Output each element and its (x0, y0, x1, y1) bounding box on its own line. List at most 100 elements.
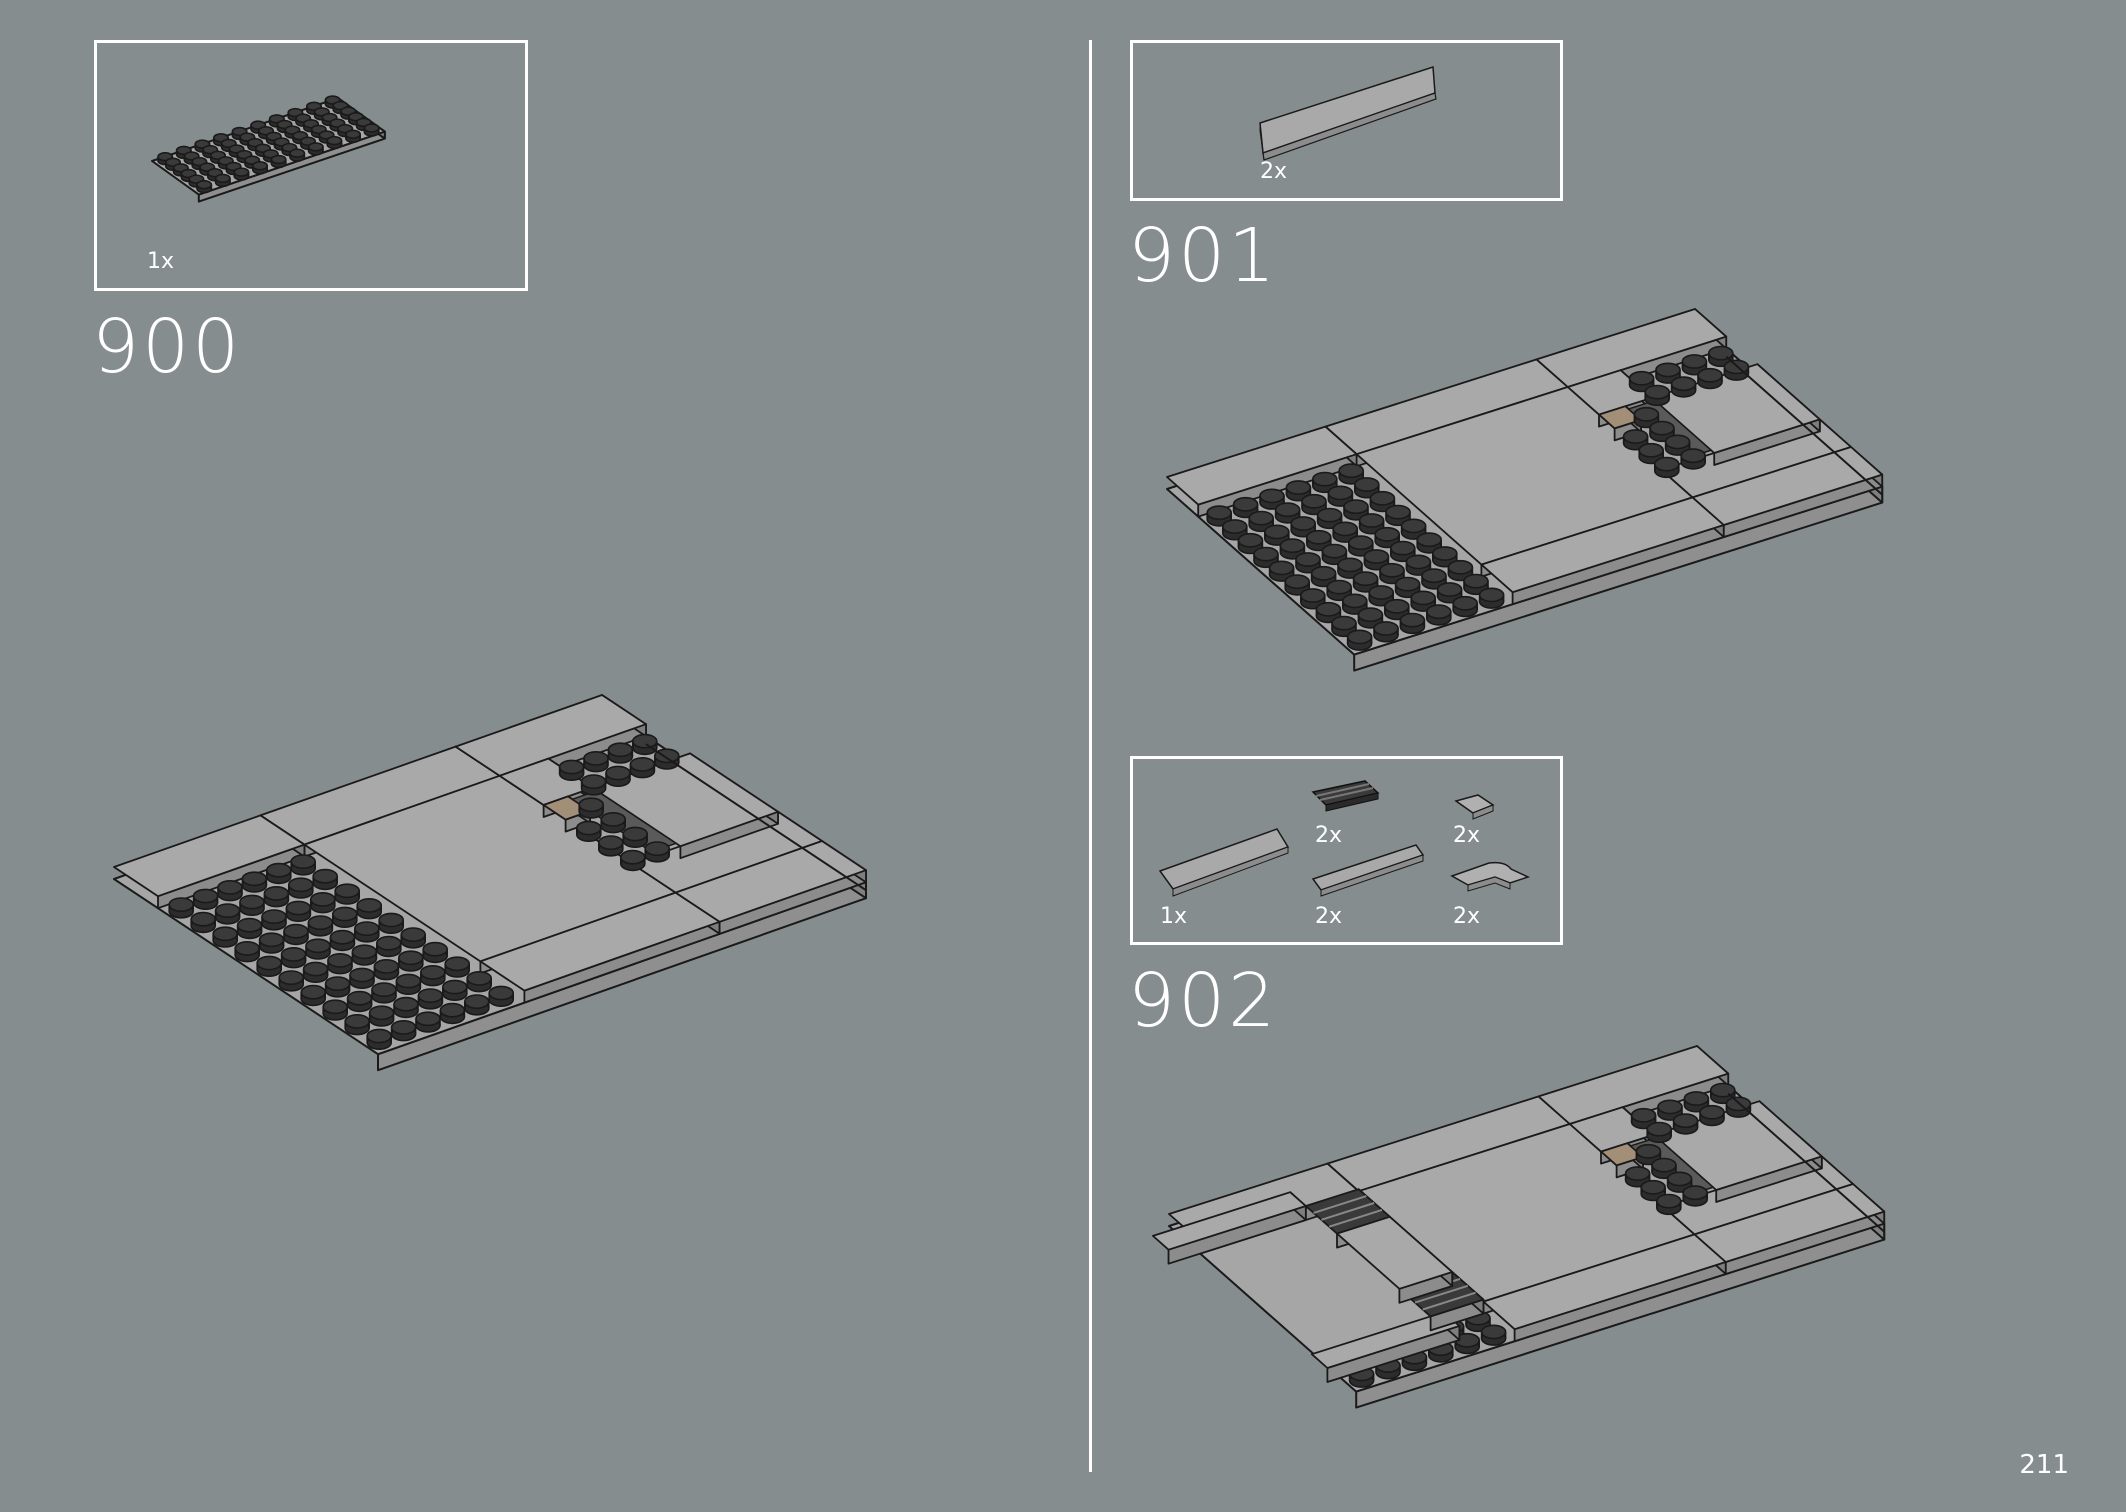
stud (1354, 477, 1380, 492)
stud (1300, 588, 1326, 603)
stud (1348, 535, 1374, 551)
stud (488, 985, 515, 1001)
stud (190, 911, 216, 927)
stud (1358, 513, 1385, 528)
stud (397, 950, 424, 966)
stud (1683, 1091, 1710, 1106)
stud (1628, 370, 1655, 386)
parts-callout-step-901: 2x (1130, 40, 1563, 201)
stud (1480, 1324, 1507, 1340)
stud (290, 854, 317, 869)
stud (241, 871, 268, 887)
stud (1363, 549, 1390, 564)
part-qty: 2x (1315, 904, 1343, 929)
stud (1664, 434, 1691, 450)
stud (444, 956, 471, 972)
stud (1285, 480, 1312, 495)
stud (1385, 504, 1411, 520)
stud (285, 900, 312, 916)
stud (644, 841, 671, 856)
stud (1342, 593, 1368, 609)
stud (1373, 621, 1399, 636)
stud (619, 849, 646, 865)
tile-2x6-part (1259, 65, 1437, 161)
stud (1624, 1166, 1651, 1181)
stud (283, 923, 309, 939)
stud (1681, 354, 1708, 369)
stud (1416, 532, 1442, 548)
part-qty: 1x (147, 249, 175, 274)
stud (1656, 1193, 1682, 1209)
step-number: 901 (1128, 213, 1279, 299)
stud (1343, 499, 1369, 515)
stud (214, 173, 231, 184)
stud (1306, 529, 1332, 545)
part-qty: 2x (1315, 823, 1343, 848)
stud (1274, 502, 1301, 518)
stud (1410, 590, 1436, 606)
stud (1279, 538, 1306, 554)
stud (345, 129, 362, 140)
stud (1310, 565, 1337, 581)
tile-2x6-part (1158, 828, 1290, 897)
stud (1374, 526, 1400, 542)
grille-tile-part (1311, 780, 1380, 812)
stud (1622, 429, 1649, 444)
stud (1357, 607, 1384, 623)
stud (239, 894, 265, 910)
stud (400, 927, 427, 942)
stud (1630, 1107, 1657, 1123)
stud (1633, 406, 1660, 422)
stud (1379, 562, 1405, 578)
stud (196, 179, 213, 190)
stud (417, 988, 444, 1003)
stud (214, 903, 241, 918)
stud (192, 888, 219, 904)
stud (327, 953, 353, 968)
stud (1253, 546, 1279, 562)
stud (1284, 574, 1310, 590)
stud (1666, 1171, 1693, 1187)
stud (1264, 524, 1290, 540)
stud (252, 161, 269, 171)
stud (1654, 456, 1680, 472)
stud (307, 915, 334, 930)
stud (1390, 540, 1416, 556)
stud (422, 941, 449, 957)
stud (378, 912, 405, 928)
stud (631, 733, 658, 749)
stud (1268, 560, 1295, 576)
stud (363, 123, 380, 133)
plate-6x10-part (151, 95, 386, 203)
stud (1312, 471, 1338, 487)
stud (280, 947, 307, 962)
stud (1478, 587, 1505, 603)
stud (312, 868, 339, 884)
tile-1x1-part (1454, 794, 1495, 820)
stud (597, 835, 624, 850)
stud (375, 935, 402, 951)
page-divider (1089, 40, 1092, 1472)
stud (393, 996, 419, 1012)
part-qty: 2x (1453, 904, 1481, 929)
tile-1x6-part (1311, 844, 1425, 897)
stud (373, 959, 400, 974)
stud (1369, 490, 1396, 506)
stud (346, 990, 373, 1006)
stud (371, 982, 397, 997)
stud (1316, 507, 1343, 523)
stud (605, 765, 631, 781)
stud (351, 944, 378, 960)
stud (439, 1002, 466, 1018)
stud (395, 973, 422, 989)
stud (1682, 1185, 1708, 1201)
stud (217, 880, 243, 895)
stud (441, 979, 468, 995)
stud (1657, 1099, 1683, 1115)
stud (1640, 1179, 1666, 1195)
stud (1326, 579, 1352, 595)
stud (258, 932, 285, 948)
stud (1651, 1157, 1677, 1173)
stud (466, 971, 493, 986)
stud (1399, 612, 1426, 628)
